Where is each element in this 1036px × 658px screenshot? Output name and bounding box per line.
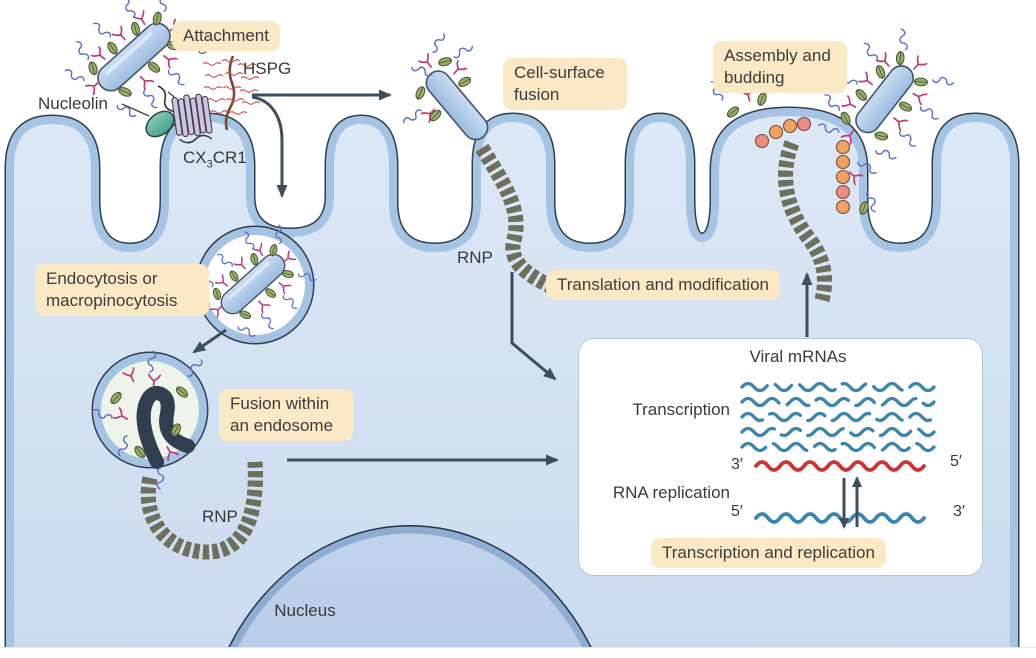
- transcription-label: Transcription: [632, 400, 730, 419]
- rnp-helix-endosome: [148, 462, 255, 552]
- nucleolin-label: Nucleolin: [38, 94, 108, 113]
- rnp-endosome-label: RNP: [202, 507, 238, 526]
- genome-3prime-label: 3′: [731, 456, 743, 473]
- cx3cr1-label-pre: CX: [183, 148, 207, 167]
- rnp-helix-budding: [785, 143, 824, 300]
- hspg-molecule: [202, 55, 261, 131]
- step-label-cell-surface-fusion: Cell-surface fusion: [503, 58, 627, 110]
- arrow-to-endocytosis: [251, 95, 288, 198]
- antigenome-3prime-label: 3′: [953, 503, 965, 520]
- virus-budding: [804, 14, 969, 183]
- cx3cr1-label-post: CR1: [212, 148, 247, 167]
- rna-replication-label: RNA replication: [612, 483, 730, 502]
- antigenome-5prime-label: 5′: [731, 503, 743, 520]
- hspg-label: HSPG: [243, 59, 292, 78]
- arrow-rnp-to-panel: [510, 272, 557, 381]
- antigenome-rna: [754, 512, 926, 524]
- step-label-transcription-replication: Transcription and replication: [651, 538, 886, 568]
- cx3cr1-label-sub: 3: [206, 158, 213, 171]
- genome-rna: [754, 460, 926, 472]
- virus-fusing: [374, 22, 522, 141]
- panel-canvas: [740, 381, 936, 529]
- genome-5prime-label: 5′: [950, 453, 962, 470]
- endocytic-vesicle: [181, 210, 330, 357]
- membrane-hairpin-fold: [144, 393, 195, 469]
- nucleolin-leader-line: [121, 103, 150, 117]
- panel-title-viral-mrnas: Viral mRNAs: [749, 347, 847, 366]
- rnp-surface-label: RNP: [457, 248, 493, 267]
- matrix-protein-beads: [754, 116, 851, 215]
- cx3cr1-label: CX3CR1: [183, 148, 247, 171]
- viral-mrna-waves: [740, 381, 936, 453]
- rnp-helix-surface: [482, 148, 554, 288]
- replication-arrows: [839, 476, 862, 529]
- nucleus-shape: [223, 525, 597, 658]
- nucleolin-protein: [145, 110, 175, 138]
- replication-panel: [578, 338, 983, 576]
- page-bottom-strip: [0, 647, 1036, 658]
- flow-arrows: [192, 89, 813, 466]
- step-label-attachment: Attachment: [172, 21, 280, 51]
- cx3cr1-receptor: [171, 93, 213, 144]
- step-label-fusion-endosome: Fusion within an endosome: [219, 389, 353, 441]
- step-label-assembly-budding: Assembly and budding: [713, 41, 847, 93]
- step-label-translation-modification: Translation and modification: [546, 270, 780, 300]
- nucleus-label: Nucleus: [274, 601, 336, 620]
- arrow-vesicle-to-endosome: [192, 328, 227, 354]
- step-label-endocytosis: Endocytosis or macropinocytosis: [35, 264, 209, 316]
- endosome: [90, 350, 209, 490]
